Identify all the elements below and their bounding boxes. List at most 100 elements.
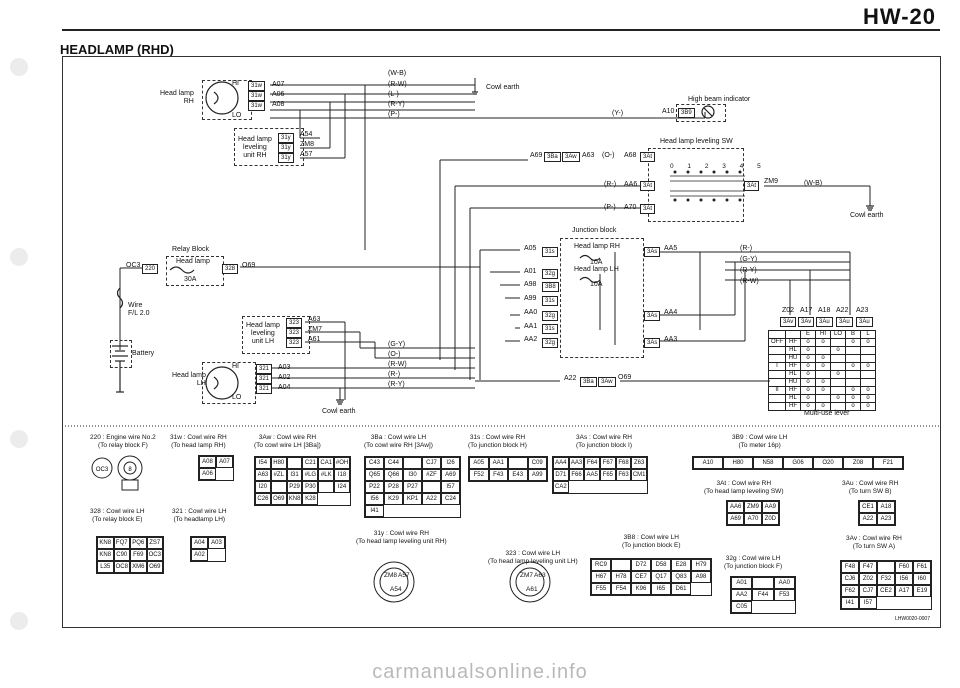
connector-pin: A18: [877, 501, 895, 513]
connector-pin: KP1: [403, 493, 422, 505]
leveling-sw-term: 3At: [640, 152, 656, 162]
connector-pin: E28: [671, 559, 691, 571]
head-lh-term: 321: [256, 374, 273, 384]
wire-color: (L-): [388, 91, 399, 98]
lever-row: HU: [785, 354, 801, 363]
lever-pin: A23: [856, 307, 869, 314]
leveling-rh-pin: ZM8: [300, 141, 314, 148]
lever-col: E: [800, 330, 816, 339]
relay-right-pin: O69: [242, 262, 256, 269]
connector-pin: C44: [384, 457, 403, 469]
connector-pin: N58: [753, 457, 783, 469]
connector-pin: A05: [469, 457, 489, 469]
lever-col: B: [845, 330, 861, 339]
connector-pin: OC3: [146, 549, 163, 561]
connector-pin: F68: [615, 457, 632, 469]
connector-subtitle: (To junction block F): [724, 563, 783, 570]
connector-pin: G06: [783, 457, 813, 469]
leveling-sw-pin: AA6: [624, 181, 638, 188]
lever-col: LO: [830, 330, 846, 339]
connector-pin: H80: [270, 457, 287, 469]
connector-pin: PQ6: [130, 537, 147, 549]
connector-pin: A54: [390, 586, 402, 593]
connector-pin: A04: [191, 537, 208, 549]
head-lh-pin: A03: [278, 364, 291, 371]
connector-pin: A61: [526, 586, 538, 593]
connector-title: 3B9 : Cowl wire LH: [732, 434, 788, 441]
junction-pin: A98: [524, 281, 537, 288]
connector-title: 3At : Cowl wire RH: [716, 480, 772, 487]
junction-pin: A99: [524, 295, 537, 302]
junction-pin: AA3: [664, 336, 678, 343]
lever-pin: A17: [800, 307, 813, 314]
leveling-rh-label: Head lamp leveling unit RH: [238, 136, 272, 159]
junction-term: 3As: [644, 338, 661, 348]
connector-pin: A23: [877, 513, 895, 525]
connector-pin: CE7: [631, 571, 651, 583]
wire-color: (P-): [388, 111, 400, 118]
leveling-sw-pin: A68: [624, 152, 637, 159]
connector-pin: OC8: [113, 561, 130, 573]
connector-pin: CJ6: [841, 573, 859, 585]
leveling-lh-term: 323: [286, 328, 303, 338]
connector-pin: H67: [591, 571, 611, 583]
connector-pin: E19: [913, 585, 931, 597]
connector-pin: #OH: [334, 457, 350, 469]
leveling-rh-pin: A54: [300, 131, 313, 138]
binder-hole: [10, 248, 28, 266]
connector-pin: I56: [895, 573, 913, 585]
leveling-lh-box: [242, 316, 310, 354]
head-rh-pin: A08: [272, 101, 285, 108]
connector-title: 3Ba : Cowl wire LH: [370, 434, 427, 441]
connector-title: 31w : Cowl wire RH: [170, 434, 227, 441]
connector-pin: A69: [441, 469, 460, 481]
multi-use-lever-label: Multi-use lever: [804, 410, 850, 417]
junction-amp: 10A: [590, 281, 603, 288]
junction-wire: (R-W): [740, 278, 759, 285]
junction-term: 32g: [542, 269, 559, 279]
connector-pin: A98: [691, 571, 711, 583]
connector-title: 321 : Cowl wire LH: [172, 508, 227, 515]
connector-subtitle: (To junction block H): [468, 442, 527, 449]
junction-term: 3As: [644, 311, 661, 321]
head-lamp-rh-label: Head lamp RH: [160, 90, 194, 105]
head-lh-term: 321: [256, 364, 273, 374]
lever-row: HL: [785, 346, 801, 355]
junction-pin: A05: [524, 245, 537, 252]
head-rh-term: 31w: [248, 91, 266, 101]
connector-pin: I24: [334, 481, 350, 493]
connector-subtitle: (To head lamp leveling unit RH): [356, 538, 447, 545]
junction-pin: AA4: [664, 309, 678, 316]
connector-pin: CJ7: [422, 457, 441, 469]
leveling-sw-wire: (W-B): [804, 180, 823, 187]
relay-right-term: 328: [222, 264, 239, 274]
connector-pin: KN8: [286, 493, 303, 505]
junction-term: 31s: [542, 296, 558, 306]
connector-subtitle: (To turn SW A): [852, 543, 896, 550]
connector-caption: 3Av : Cowl wire RH(To turn SW A): [846, 535, 902, 551]
connector-subtitle: (To headlamp LH): [173, 516, 226, 523]
connector-pin: D61: [671, 583, 691, 595]
relay-left-pin: OC3: [126, 262, 141, 269]
connector-subtitle: (To meter 16p): [738, 442, 781, 449]
connector-caption: 3At : Cowl wire RH(To head lamp leveling…: [704, 480, 783, 496]
lever-row: OFF: [768, 338, 786, 347]
connector-pin: C24: [441, 493, 460, 505]
connector-pin: F65: [600, 469, 616, 481]
lever-col: L: [860, 330, 876, 339]
leveling-lh-term: 323: [286, 318, 303, 328]
connector-caption: 3Au : Cowl wire RH(To turn SW B): [842, 480, 898, 496]
connector-pin: D72: [631, 559, 651, 571]
connector-pin: AA3: [568, 457, 585, 469]
hb-indicator-label: High beam indicator: [688, 96, 751, 103]
connector-pin: AA4: [553, 457, 569, 469]
connector-subtitle: (To head lamp leveling unit LH): [488, 558, 578, 565]
connector-pin: F69: [130, 549, 147, 561]
connector-caption: 3Aw : Cowl wire RH(To cowl wire LH [3Ba]…: [254, 434, 321, 450]
